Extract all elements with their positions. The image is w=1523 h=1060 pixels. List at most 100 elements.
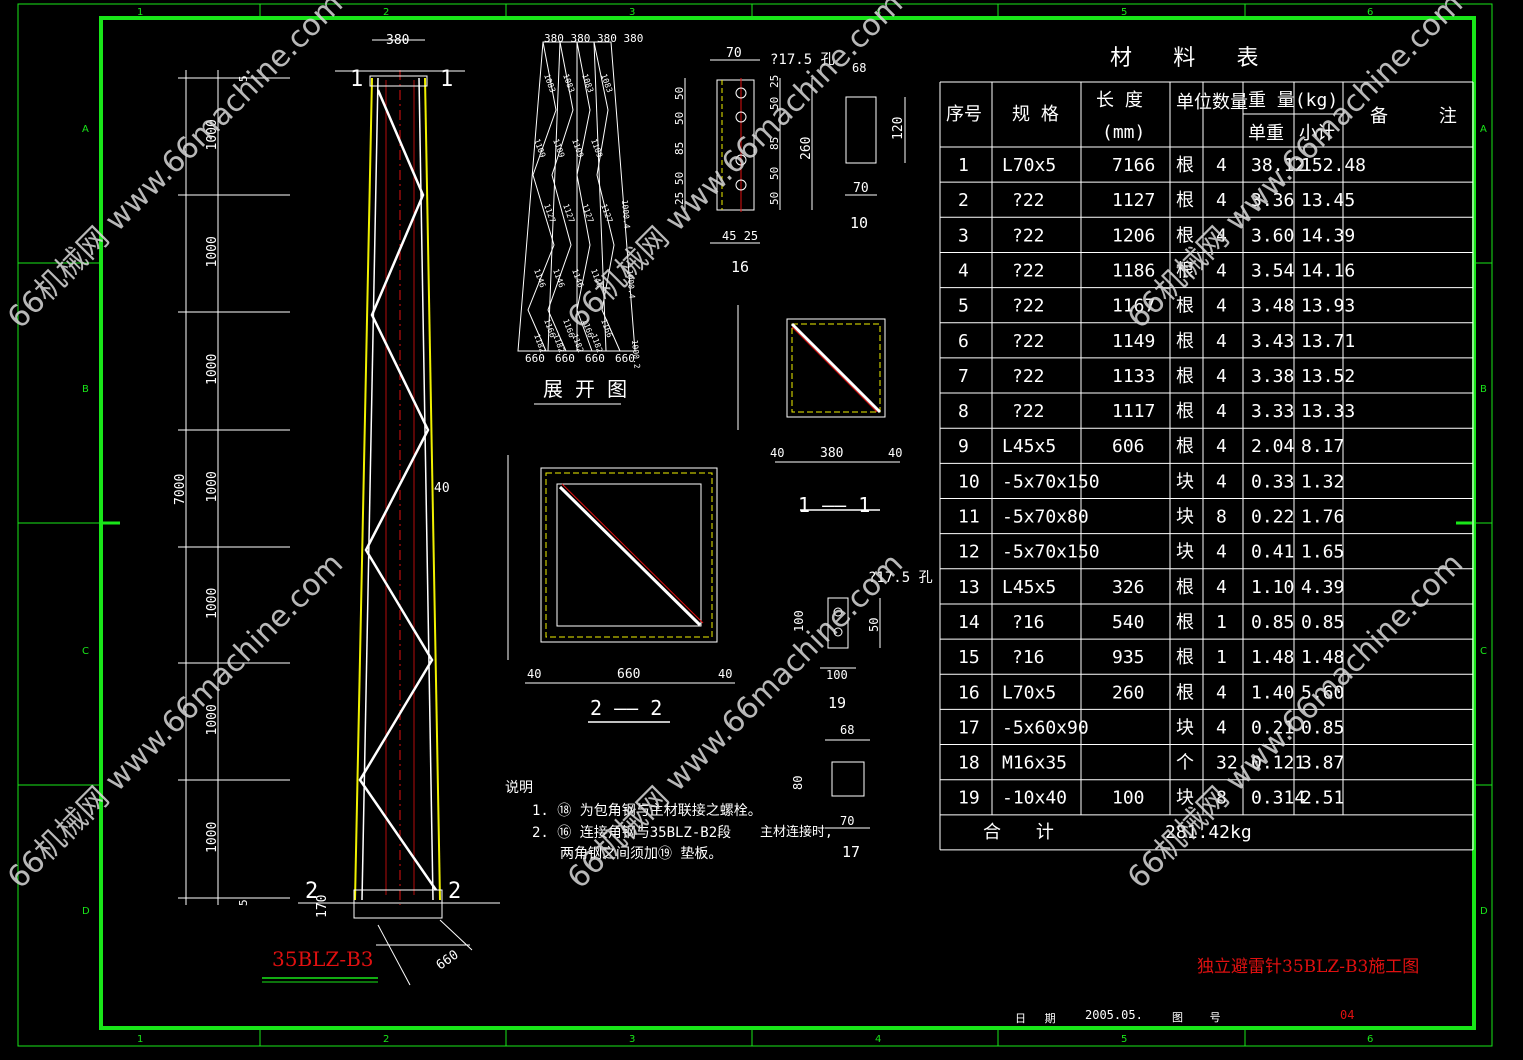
- row-label-left: A: [82, 124, 89, 135]
- unfold-member-length: 1109: [570, 138, 585, 159]
- table-cell: 4: [1216, 225, 1227, 246]
- table-cell: 个: [1176, 753, 1194, 774]
- end-dim: 5: [237, 899, 250, 906]
- table-cell: ?22: [1012, 260, 1045, 281]
- table-cell: 935: [1112, 647, 1145, 668]
- segment-dim: 1000: [205, 822, 220, 853]
- table-cell: 0.41: [1251, 542, 1294, 563]
- table-cell: 4: [1216, 401, 1227, 422]
- column-label-top: 1: [137, 7, 143, 18]
- table-cell: 块: [1176, 717, 1194, 738]
- table-cell: 4: [1216, 436, 1227, 457]
- part10-top: 68: [852, 61, 866, 75]
- part-16-drawing: [684, 59, 906, 244]
- header-length-unit: (mm): [1102, 122, 1145, 143]
- table-cell: 块: [1176, 542, 1194, 563]
- table-cell: 13.33: [1301, 401, 1355, 422]
- table-cell: 13.71: [1301, 331, 1355, 352]
- table-cell: 2: [958, 190, 969, 211]
- table-cell: 1.40: [1251, 682, 1294, 703]
- base-mark-left: 2: [305, 879, 318, 904]
- table-cell: 19: [958, 788, 980, 809]
- table-cell: 326: [1112, 577, 1145, 598]
- table-cell: ?22: [1012, 296, 1045, 317]
- unfold-side-length: 1000.2: [630, 339, 642, 369]
- table-cell: 16: [958, 682, 980, 703]
- part16-dim-right: 50: [768, 192, 781, 205]
- part19-dim-0: 100: [792, 610, 806, 632]
- header-length: 长 度: [1096, 90, 1143, 111]
- part16-mark: 16: [731, 258, 749, 276]
- table-cell: 1.48: [1301, 647, 1344, 668]
- part16-dim-left: 50: [673, 112, 686, 125]
- table-cell: 12: [958, 542, 980, 563]
- part16-bottom-dims: 45 25: [722, 229, 758, 243]
- table-cell: 1133: [1112, 366, 1155, 387]
- table-cell: 根: [1176, 331, 1194, 352]
- header-weight: 重 量(kg): [1248, 90, 1338, 111]
- part19-dim-1: 50: [867, 618, 881, 632]
- table-cell: 1: [1216, 647, 1227, 668]
- table-cell: 根: [1176, 401, 1194, 422]
- unfold-side-length: 1000.4: [625, 269, 637, 299]
- table-cell: 13.52: [1301, 366, 1355, 387]
- section-mark-left: 1: [350, 67, 363, 92]
- watermark-text: 66机械网 www.66machine.com: [1, 546, 350, 895]
- table-cell: 1.76: [1301, 507, 1344, 528]
- table-cell: 13.93: [1301, 296, 1355, 317]
- part10-mark: 10: [850, 214, 868, 232]
- table-cell: 根: [1176, 682, 1194, 703]
- table-cell: 32: [1216, 753, 1238, 774]
- tower-base-width: 660: [434, 948, 462, 974]
- part16-dim-left: 50: [673, 87, 686, 100]
- table-cell: 4.39: [1301, 577, 1344, 598]
- table-cell: 1: [1216, 612, 1227, 633]
- table-cell: 4: [1216, 190, 1227, 211]
- table-cell: 152.48: [1301, 155, 1366, 176]
- header-unit: 单位: [1176, 92, 1212, 113]
- unfold-side-length: 1000.4: [620, 199, 632, 229]
- table-cell: 1.48: [1251, 647, 1294, 668]
- row-label-left: D: [82, 906, 90, 917]
- table-cell: ?22: [1012, 190, 1045, 211]
- table-cell: 4: [1216, 155, 1227, 176]
- row-label-right: D: [1480, 906, 1488, 917]
- table-cell: 5.60: [1301, 682, 1344, 703]
- table-cell: L70x5: [1002, 682, 1056, 703]
- table-cell: 38.12: [1251, 155, 1305, 176]
- column-label-top: 3: [629, 7, 635, 18]
- table-cell: 100: [1112, 788, 1145, 809]
- table-cell: 13: [958, 577, 980, 598]
- table-cell: 0.121: [1251, 753, 1305, 774]
- table-cell: 4: [1216, 296, 1227, 317]
- table-cell: 540: [1112, 612, 1145, 633]
- notes-line-1: 1. ⑱ 为包角钢与主材联接之螺栓。: [532, 802, 762, 819]
- segment-dim: 1000: [205, 354, 220, 385]
- table-cell: 0.85: [1251, 612, 1294, 633]
- header-remark: 备 注: [1370, 106, 1477, 127]
- section-mark-right: 1: [440, 67, 453, 92]
- table-cell: 3.33: [1251, 401, 1294, 422]
- section11-side-left: 40: [770, 446, 784, 460]
- part19-hole: ?17.5 孔: [868, 570, 933, 586]
- table-cell: 7166: [1112, 155, 1155, 176]
- part17-note: 主材连接时,: [760, 824, 833, 840]
- unfold-member-length: 1146: [570, 268, 585, 289]
- unfold-member-length: 1109: [551, 138, 566, 159]
- table-cell: 260: [1112, 682, 1145, 703]
- table-cell: 1127: [1112, 190, 1155, 211]
- section22-title: 2 —— 2: [590, 696, 662, 720]
- table-cell: 1117: [1112, 401, 1155, 422]
- unfold-member-length: 1127: [580, 203, 595, 224]
- table-cell: 3.60: [1251, 225, 1294, 246]
- part17-height: 80: [791, 776, 805, 790]
